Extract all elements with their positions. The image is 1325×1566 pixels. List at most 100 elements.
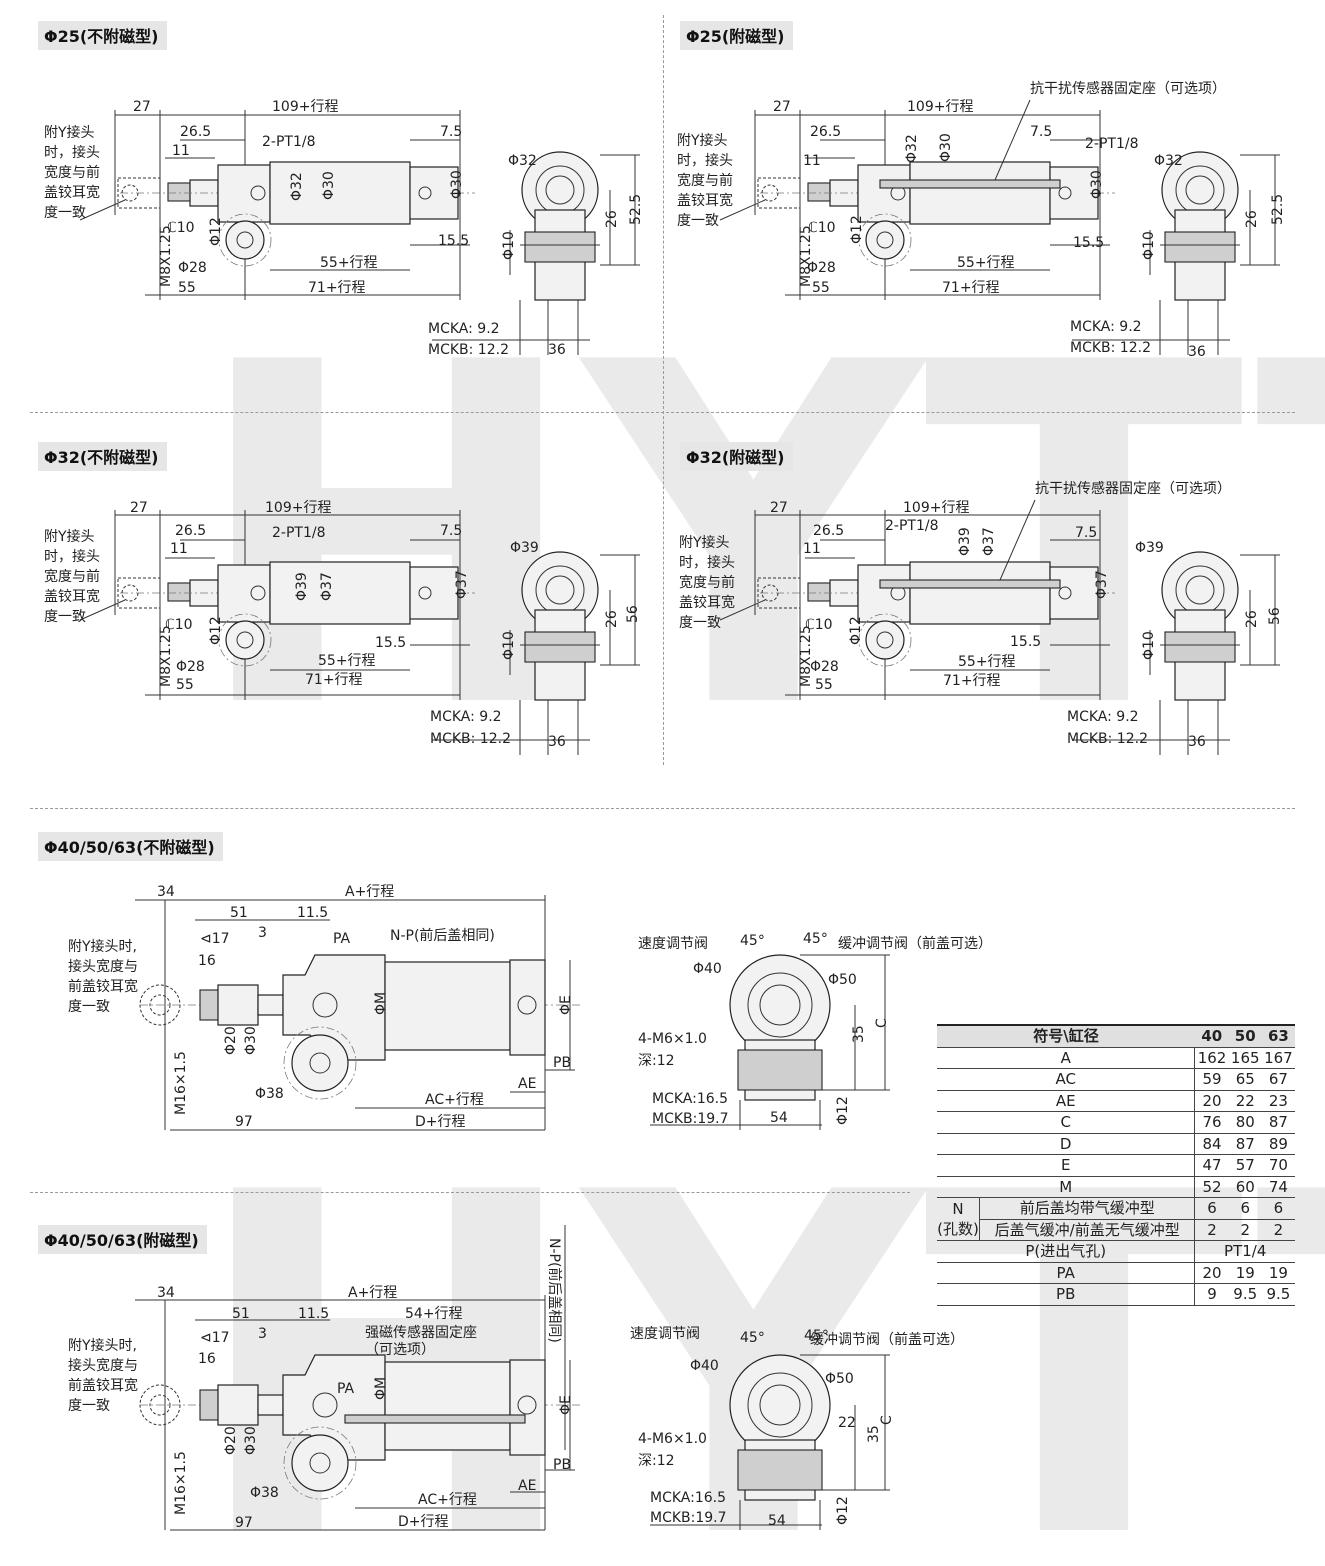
dim-11-5: 11.5 [298, 1306, 329, 1322]
dim-pa: PA [337, 1381, 355, 1397]
bore-dia: Φ32 [289, 172, 305, 201]
dia-40: Φ40 [690, 1358, 719, 1374]
header-symbol: 符号\缸径 [937, 1024, 1195, 1048]
dim-15-5: 15.5 [375, 635, 406, 651]
mcka-label: MCKA: 9.2 [430, 709, 502, 725]
note-line-5: 度一致 [679, 615, 721, 631]
dim-36: 36 [548, 734, 566, 750]
note-line-3: 宽度与前 [44, 164, 100, 181]
tube-dia: Φ30 [321, 171, 337, 200]
dim-55-stroke: 55+行程 [957, 255, 1015, 271]
dia-28: Φ28 [176, 659, 205, 675]
dia-10: Φ10 [501, 231, 517, 260]
dim-height: 56 [625, 605, 641, 623]
side-dia: Φ39 [1135, 540, 1164, 556]
dim-22: 22 [838, 1415, 856, 1431]
title-32-nonmagnetic: Φ32(不附磁型) [38, 442, 167, 471]
dim-11: 11 [803, 541, 821, 557]
cushion-valve-label: 缓冲调节阀（前盖可选） [838, 935, 992, 952]
dim-109: 109+行程 [272, 99, 338, 115]
dim-15-5: 15.5 [1073, 235, 1104, 251]
wrench-10: ℂ10 [808, 220, 836, 236]
dim-36: 36 [1188, 734, 1206, 750]
separator-2 [30, 808, 1295, 809]
header-50: 50 [1228, 1024, 1262, 1048]
note-line-4: 盖铰耳宽 [44, 588, 100, 605]
title-40-nonmagnetic: Φ40/50/63(不附磁型) [38, 832, 223, 861]
note-line-2: 时，接头 [679, 554, 735, 571]
dim-109: 109+行程 [907, 99, 973, 115]
dia-20: Φ20 [223, 1026, 239, 1055]
thread-m8: M8X1.25 [798, 225, 814, 287]
vertical-separator [663, 15, 664, 765]
dim-55: 55 [815, 677, 833, 693]
dia-38: Φ38 [255, 1086, 284, 1102]
note-line-5: 度一致 [677, 213, 719, 229]
note-line-3: 前盖铰耳宽 [68, 1377, 138, 1394]
dim-55-stroke: 55+行程 [320, 255, 378, 271]
note-line-5: 度一致 [44, 609, 86, 625]
dia-38: Φ38 [250, 1485, 279, 1501]
dim-ae: AE [518, 1076, 536, 1092]
note-line-2: 时，接头 [44, 144, 100, 161]
dim-ac: AC+行程 [418, 1492, 477, 1508]
dim-26: 26 [1244, 610, 1260, 628]
dim-c: C [879, 1415, 895, 1425]
dia-10: Φ10 [501, 631, 517, 660]
dim-a: A+行程 [345, 884, 394, 900]
dim-11: 11 [172, 143, 190, 159]
end-dia: Φ30 [449, 170, 465, 199]
mcka-label: MCKA:16.5 [652, 1091, 728, 1107]
separator-3 [30, 1192, 910, 1193]
dim-15-5: 15.5 [1010, 634, 1041, 650]
dia-12: Φ12 [835, 1096, 851, 1125]
strong-sensor-label: 强磁传感器固定座 [365, 1324, 477, 1341]
dim-3: 3 [258, 925, 267, 941]
speed-valve-label: 速度调节阀 [638, 936, 708, 952]
side-dia: Φ39 [510, 540, 539, 556]
mckb-label: MCKB: 12.2 [1070, 340, 1151, 356]
table-row-p: P(进出气孔)PT1/4 [937, 1240, 1295, 1263]
note-line-2: 接头宽度与 [68, 958, 138, 975]
end-dia: Φ37 [1094, 570, 1110, 599]
wrench-17: ⊲17 [200, 1330, 230, 1346]
dim-27: 27 [130, 500, 148, 516]
note-line-2: 时，接头 [44, 548, 100, 565]
dim-pb: PB [553, 1457, 571, 1473]
thread-m6: 4-M6×1.0 [638, 1431, 707, 1447]
wrench-10: ℂ10 [167, 220, 195, 236]
dim-26-5: 26.5 [175, 523, 206, 539]
dim-55: 55 [178, 280, 196, 296]
cushion-valve-label: 缓冲调节阀（前盖可选） [810, 1331, 964, 1348]
mckb-label: MCKB:19.7 [652, 1111, 729, 1127]
mckb-label: MCKB: 12.2 [1067, 731, 1148, 747]
dim-pa: PA [333, 931, 351, 947]
angle-45-left: 45° [740, 933, 765, 949]
dim-11-5: 11.5 [297, 905, 328, 921]
dim-36: 36 [1188, 344, 1206, 360]
note-line-1: 附Y接头 [679, 534, 730, 551]
dim-7-5: 7.5 [1030, 124, 1052, 140]
dia-10: Φ10 [1141, 631, 1157, 660]
note-line-3: 宽度与前 [44, 568, 100, 585]
wrench-17: ⊲17 [200, 931, 230, 947]
dia-10: Φ10 [1141, 231, 1157, 260]
dim-d: D+行程 [398, 1514, 449, 1530]
pin-dia-12: Φ12 [208, 217, 224, 246]
depth-12: 深:12 [638, 1453, 675, 1469]
bore-dia: Φ32 [904, 134, 920, 163]
optional-label: （可选项） [365, 1342, 435, 1358]
dim-51: 51 [230, 905, 248, 921]
mckb-label: MCKB: 12.2 [428, 342, 509, 358]
dia-40: Φ40 [693, 961, 722, 977]
dim-ac: AC+行程 [425, 1092, 484, 1108]
note-line-1: 附Y接头 [44, 124, 95, 141]
dim-16: 16 [198, 1351, 216, 1367]
